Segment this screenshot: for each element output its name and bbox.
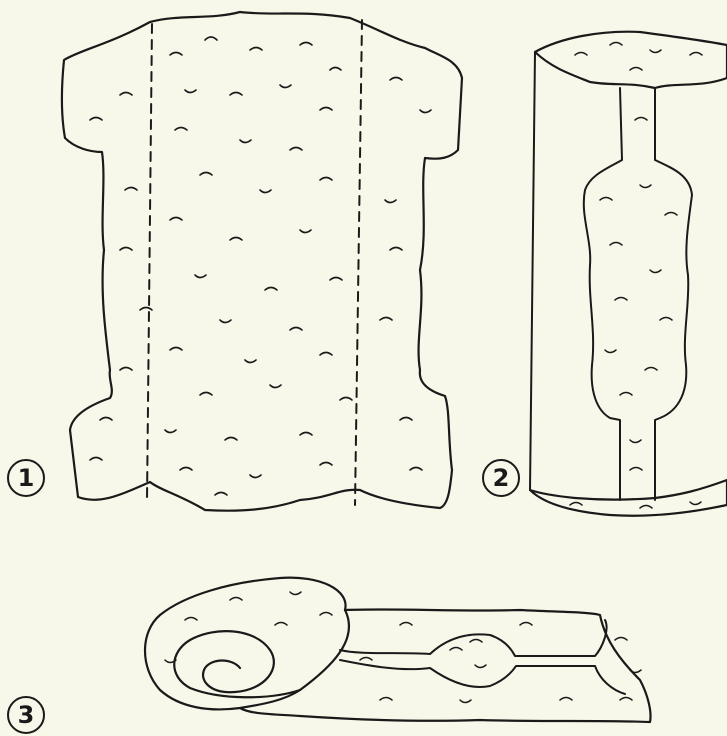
step-3-fleece-drawing xyxy=(145,578,651,722)
step-3-number: 3 xyxy=(18,703,35,727)
roll-spiral xyxy=(174,610,349,697)
step-3-badge: 3 xyxy=(7,696,45,734)
step-1-fleece-drawing xyxy=(62,12,462,511)
step-2-badge: 2 xyxy=(482,459,520,497)
unrolled-inner-fold xyxy=(340,620,625,694)
fleece-outline xyxy=(62,12,462,511)
folded-left-side xyxy=(530,52,535,490)
fold-line-right xyxy=(355,20,362,505)
folded-top-edge xyxy=(535,32,727,88)
step-1-badge: 1 xyxy=(7,459,45,497)
folded-inner-panel xyxy=(584,88,692,500)
fold-line-left xyxy=(147,24,152,500)
step-2-fleece-drawing xyxy=(530,32,727,516)
wool-texture xyxy=(90,37,431,495)
folded-bottom-edge xyxy=(530,480,727,516)
step-1-number: 1 xyxy=(18,466,35,490)
step-2-number: 2 xyxy=(493,466,510,490)
